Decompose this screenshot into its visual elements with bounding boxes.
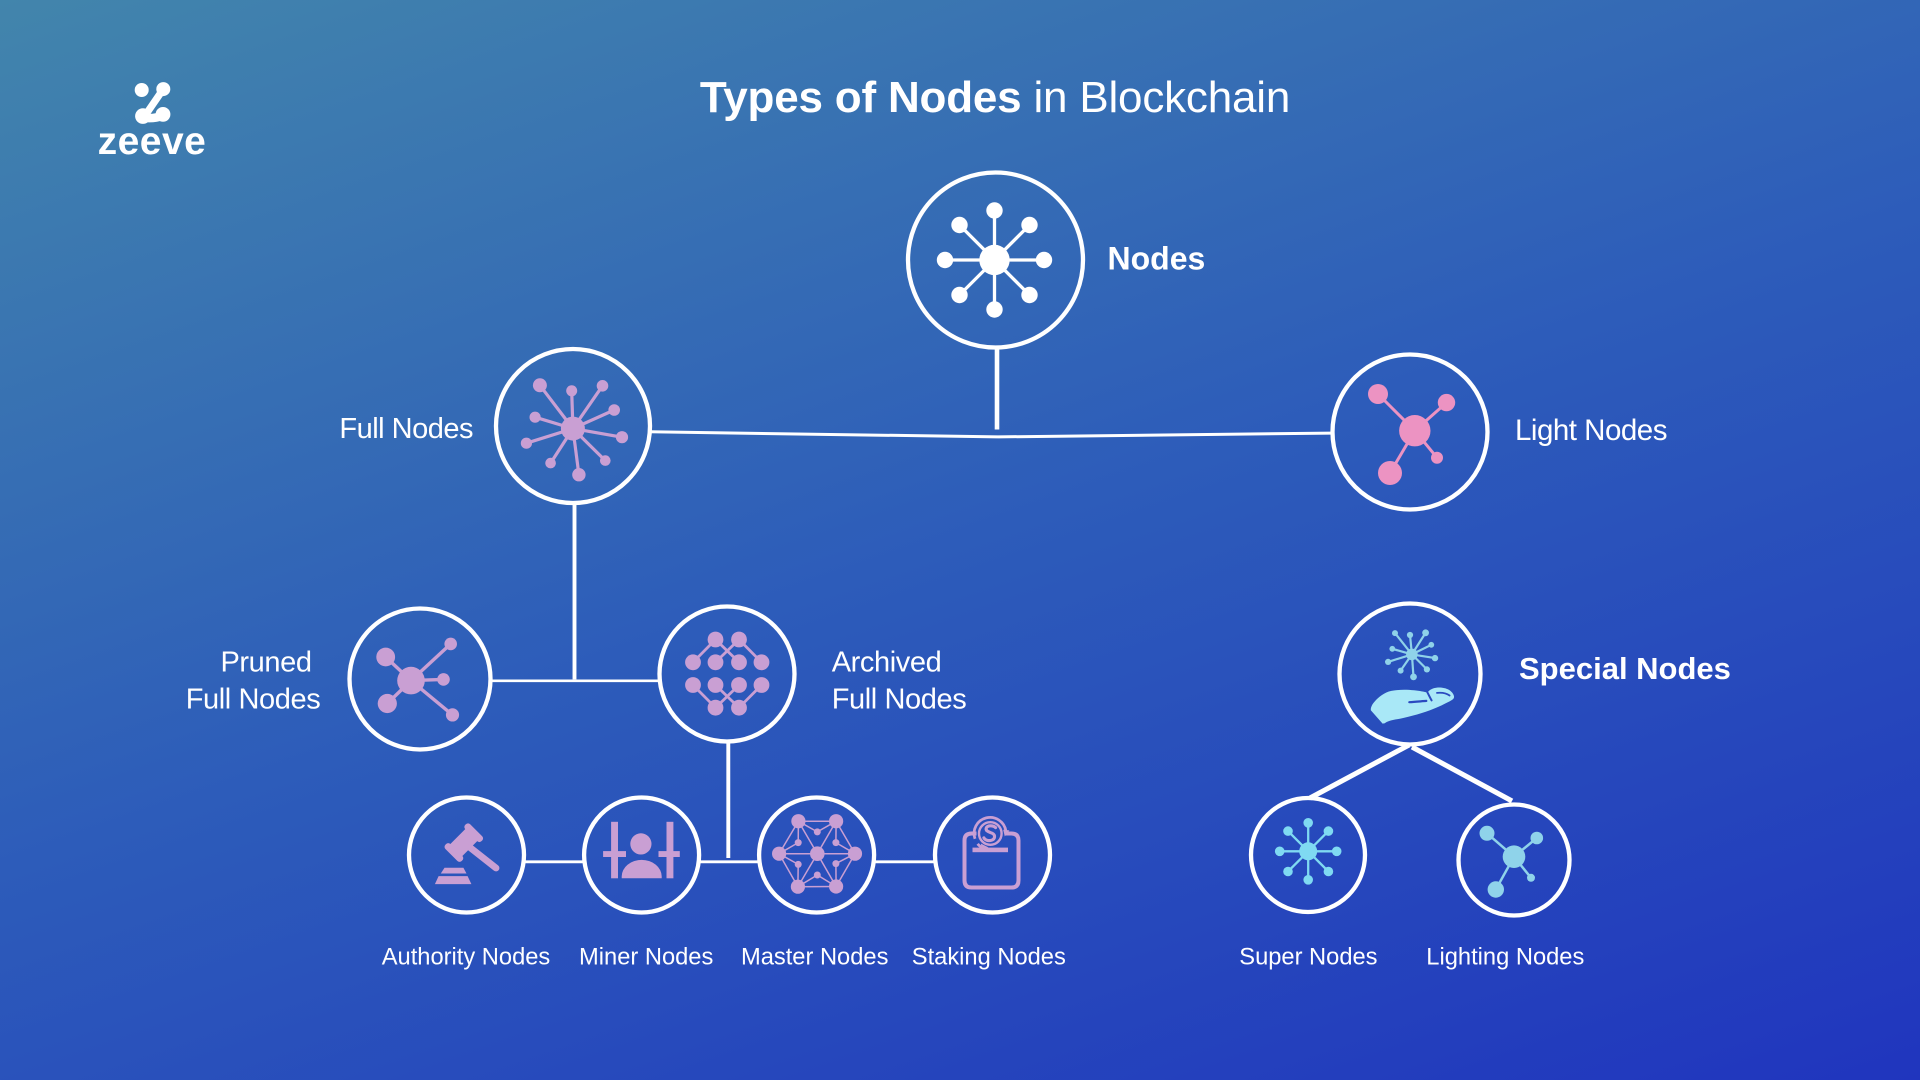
svg-text:Pruned: Pruned [220,647,311,679]
svg-text:Light Nodes: Light Nodes [1515,414,1667,447]
svg-text:Master Nodes: Master Nodes [741,945,888,971]
svg-text:Authority Nodes: Authority Nodes [382,945,551,971]
svg-text:Full Nodes: Full Nodes [339,413,473,445]
svg-text:Archived: Archived [832,647,942,679]
svg-text:Special Nodes: Special Nodes [1519,651,1731,686]
svg-text:Lighting Nodes: Lighting Nodes [1426,945,1584,971]
svg-text:Staking Nodes: Staking Nodes [912,945,1066,971]
svg-text:Full Nodes: Full Nodes [832,684,967,716]
svg-text:Nodes: Nodes [1108,241,1206,277]
svg-text:Miner Nodes: Miner Nodes [579,945,713,971]
svg-text:Full Nodes: Full Nodes [186,684,321,716]
svg-text:Types of Nodes in Blockchain: Types of Nodes in Blockchain [700,73,1290,122]
svg-text:Super Nodes: Super Nodes [1239,945,1377,971]
svg-text:zeeve: zeeve [98,120,207,163]
